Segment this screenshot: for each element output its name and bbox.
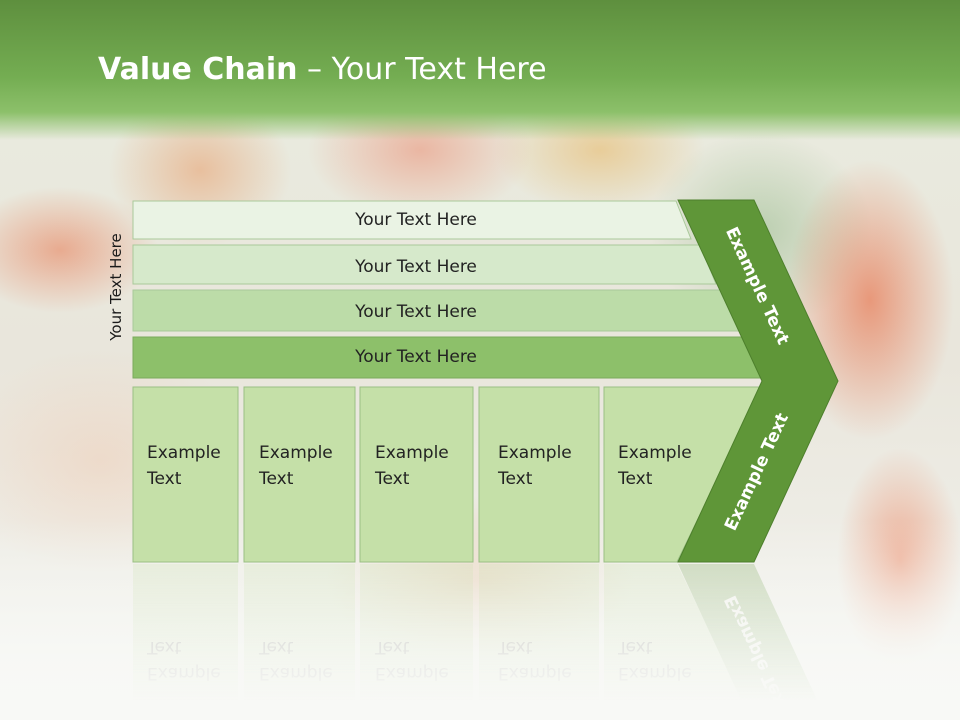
box-3[interactable]: Example Text bbox=[359, 386, 474, 563]
box-5-line2: Text bbox=[617, 469, 653, 489]
box-1-line2: Text bbox=[146, 469, 182, 489]
reflection-box-5-line2: Text bbox=[617, 637, 653, 657]
reflection-box-5-line1: Example bbox=[618, 663, 692, 683]
reflection-box-1-line2: Text bbox=[146, 637, 182, 657]
bar-4-label: Your Text Here bbox=[354, 347, 477, 367]
box-5-shape bbox=[603, 386, 763, 563]
box-5-line1: Example bbox=[618, 443, 692, 463]
chevron-shape bbox=[677, 199, 839, 563]
box-1-shape bbox=[132, 386, 239, 563]
reflection-box-1-line1: Example bbox=[147, 663, 221, 683]
box-2-shape bbox=[243, 386, 356, 563]
reflection-box-4-line1: Example bbox=[498, 663, 572, 683]
title-rest: Your Text Here bbox=[331, 52, 547, 87]
title-banner bbox=[0, 0, 960, 140]
box-4-shape bbox=[478, 386, 600, 563]
box-1[interactable]: Example Text bbox=[132, 386, 239, 563]
slide-title[interactable]: Value Chain – Your Text Here bbox=[98, 52, 547, 87]
bar-3[interactable]: Your Text Here bbox=[132, 289, 740, 332]
bar-group: Your Text Here Your Text Here Your Text … bbox=[132, 200, 764, 379]
box-4-line2: Text bbox=[497, 469, 533, 489]
box-3-shape bbox=[359, 386, 474, 563]
reflection-box-2-line2: Text bbox=[258, 637, 294, 657]
box-2-line1: Example bbox=[259, 443, 333, 463]
box-4-line1: Example bbox=[498, 443, 572, 463]
reflection-box-3-line2: Text bbox=[374, 637, 410, 657]
box-2-line2: Text bbox=[258, 469, 294, 489]
reflection-box-3-line1: Example bbox=[375, 663, 449, 683]
reflection-box-2-line1: Example bbox=[259, 663, 333, 683]
title-separator: – bbox=[297, 52, 332, 87]
bar-2-label: Your Text Here bbox=[354, 257, 477, 277]
diagram-reflection: Example Text Example Text Example Text E… bbox=[133, 564, 827, 720]
box-3-line2: Text bbox=[374, 469, 410, 489]
bar-4[interactable]: Your Text Here bbox=[132, 336, 764, 379]
title-bold: Value Chain bbox=[98, 52, 298, 87]
box-2[interactable]: Example Text bbox=[243, 386, 356, 563]
box-3-line1: Example bbox=[375, 443, 449, 463]
bar-2-shape bbox=[132, 244, 717, 285]
bar-1-shape bbox=[132, 200, 692, 240]
box-4[interactable]: Example Text bbox=[478, 386, 600, 563]
bar-1-label: Your Text Here bbox=[354, 210, 477, 230]
reflection-box-4-line2: Text bbox=[497, 637, 533, 657]
box-5[interactable]: Example Text bbox=[603, 386, 763, 563]
box-1-line1: Example bbox=[147, 443, 221, 463]
bar-2[interactable]: Your Text Here bbox=[132, 244, 717, 285]
bar-3-label: Your Text Here bbox=[354, 302, 477, 322]
box-group: Example Text Example Text Example Text E… bbox=[132, 386, 763, 563]
bar-1[interactable]: Your Text Here bbox=[132, 200, 692, 240]
